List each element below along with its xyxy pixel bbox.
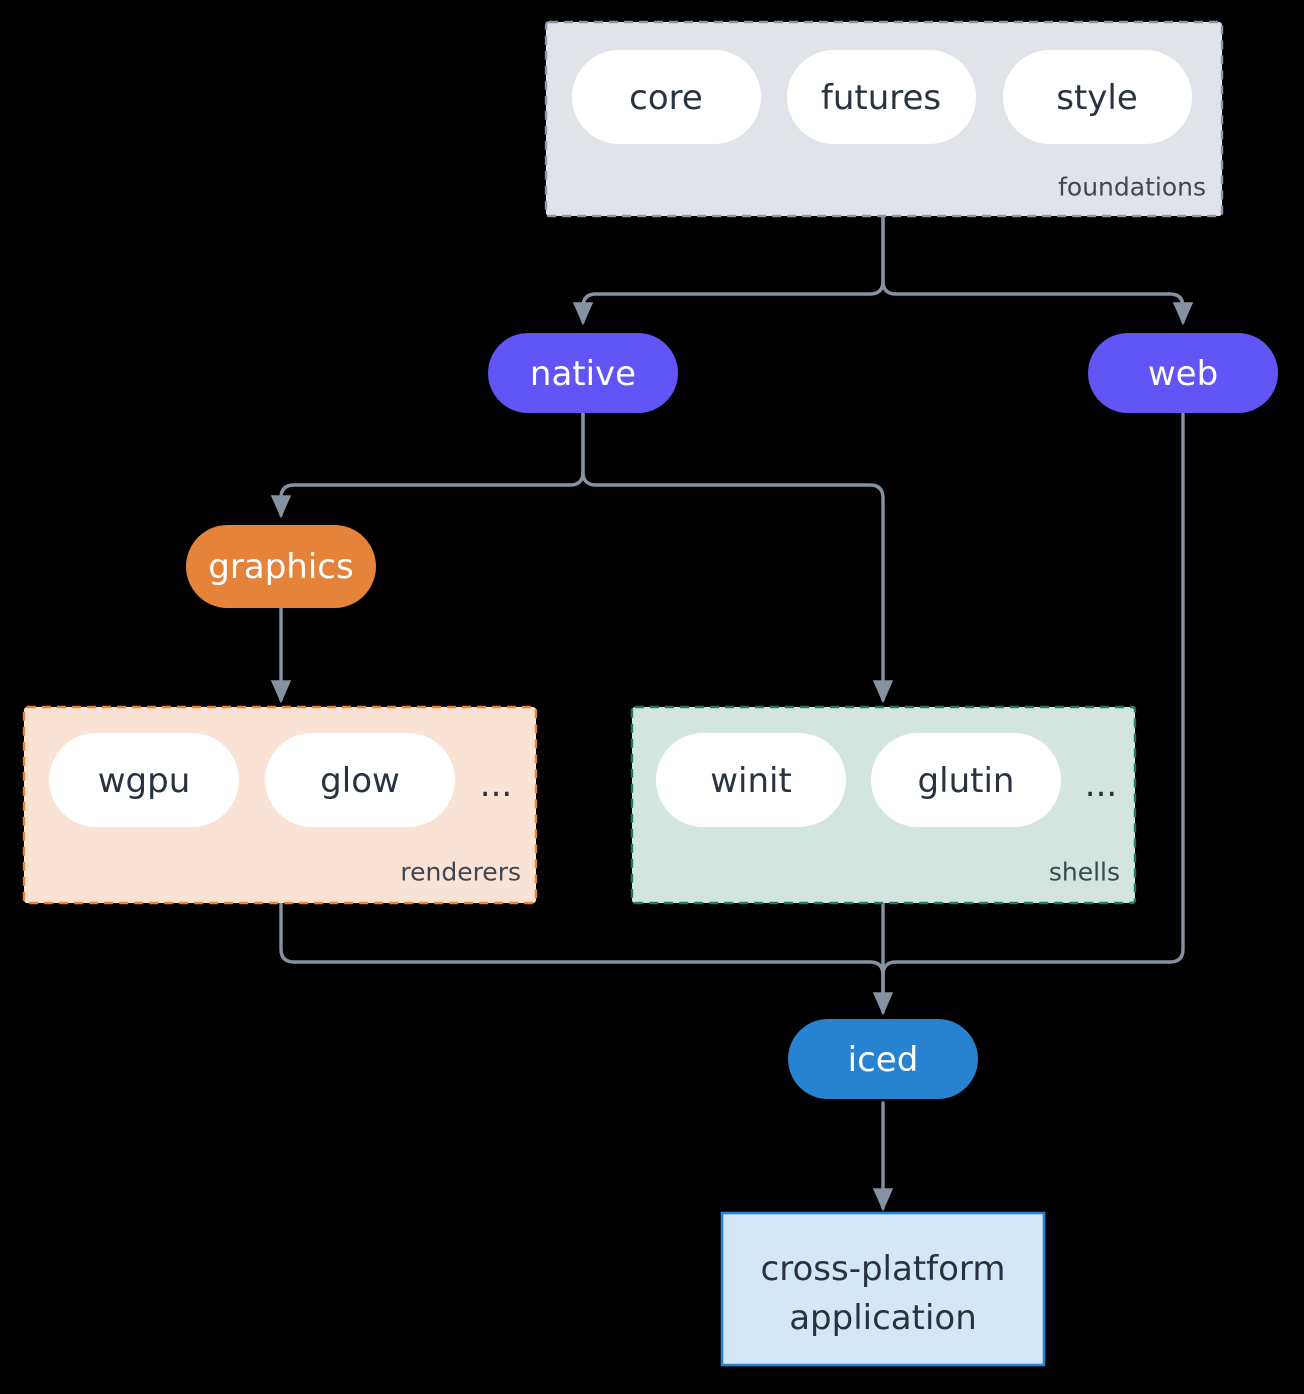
node-glutin-pill <box>871 733 1061 827</box>
node-native-label: native <box>530 354 636 394</box>
edge-foundations-to-native <box>572 214 885 326</box>
node-glutin-label: glutin <box>918 761 1015 801</box>
node-winit[interactable]: winit <box>656 733 846 827</box>
edge-native-to-graphics <box>270 411 585 519</box>
node-renderers-more-label: ... <box>480 765 512 805</box>
node-core-pill <box>572 50 761 144</box>
node-futures-pill <box>787 50 976 144</box>
node-glow[interactable]: glow <box>265 733 455 827</box>
node-glow-pill <box>265 733 455 827</box>
node-core-label: core <box>629 78 703 118</box>
node-graphics-pill <box>186 525 376 608</box>
node-futures[interactable]: futures <box>787 50 976 144</box>
node-iced-label: iced <box>848 1040 919 1080</box>
cluster-renderers-caption: renderers <box>400 858 521 887</box>
cluster-foundations-caption: foundations <box>1058 173 1206 202</box>
node-futures-label: futures <box>821 78 941 118</box>
edge-native-to-shells <box>581 411 894 704</box>
node-wgpu-pill <box>49 733 239 827</box>
node-winit-label: winit <box>710 761 792 801</box>
node-iced[interactable]: iced <box>788 1019 978 1099</box>
node-wgpu[interactable]: wgpu <box>49 733 239 827</box>
cluster-renderers: wgpu glow ... renderers <box>22 705 538 905</box>
node-graphics[interactable]: graphics <box>186 525 376 608</box>
node-application[interactable]: cross-platform application <box>720 1211 1046 1367</box>
node-graphics-label: graphics <box>208 547 353 587</box>
edge-renderers-to-iced <box>279 901 885 1014</box>
node-style[interactable]: style <box>1003 50 1192 144</box>
node-winit-pill <box>656 733 846 827</box>
cluster-shells-caption: shells <box>1049 858 1120 887</box>
node-iced-pill <box>788 1019 978 1099</box>
node-web[interactable]: web <box>1088 333 1278 413</box>
cluster-foundations: core futures style foundations <box>544 20 1224 218</box>
node-wgpu-label: wgpu <box>98 761 191 801</box>
node-web-pill <box>1088 333 1278 413</box>
node-core[interactable]: core <box>572 50 761 144</box>
node-glutin[interactable]: glutin <box>871 733 1061 827</box>
node-web-label: web <box>1148 354 1218 394</box>
node-glow-label: glow <box>320 761 400 801</box>
node-application-label-line2: application <box>789 1298 977 1338</box>
cluster-shells: winit glutin ... shells <box>630 705 1137 905</box>
edge-layer <box>270 214 1194 1212</box>
node-native-pill <box>488 333 678 413</box>
node-shells-more-label: ... <box>1085 765 1117 805</box>
node-native[interactable]: native <box>488 333 678 413</box>
node-application-label-line1: cross-platform <box>761 1249 1006 1289</box>
edge-web-to-iced <box>881 411 1185 1014</box>
node-application-box <box>720 1211 1046 1367</box>
edge-foundations-to-web <box>881 214 1194 326</box>
node-style-label: style <box>1056 78 1138 118</box>
node-style-pill <box>1003 50 1192 144</box>
